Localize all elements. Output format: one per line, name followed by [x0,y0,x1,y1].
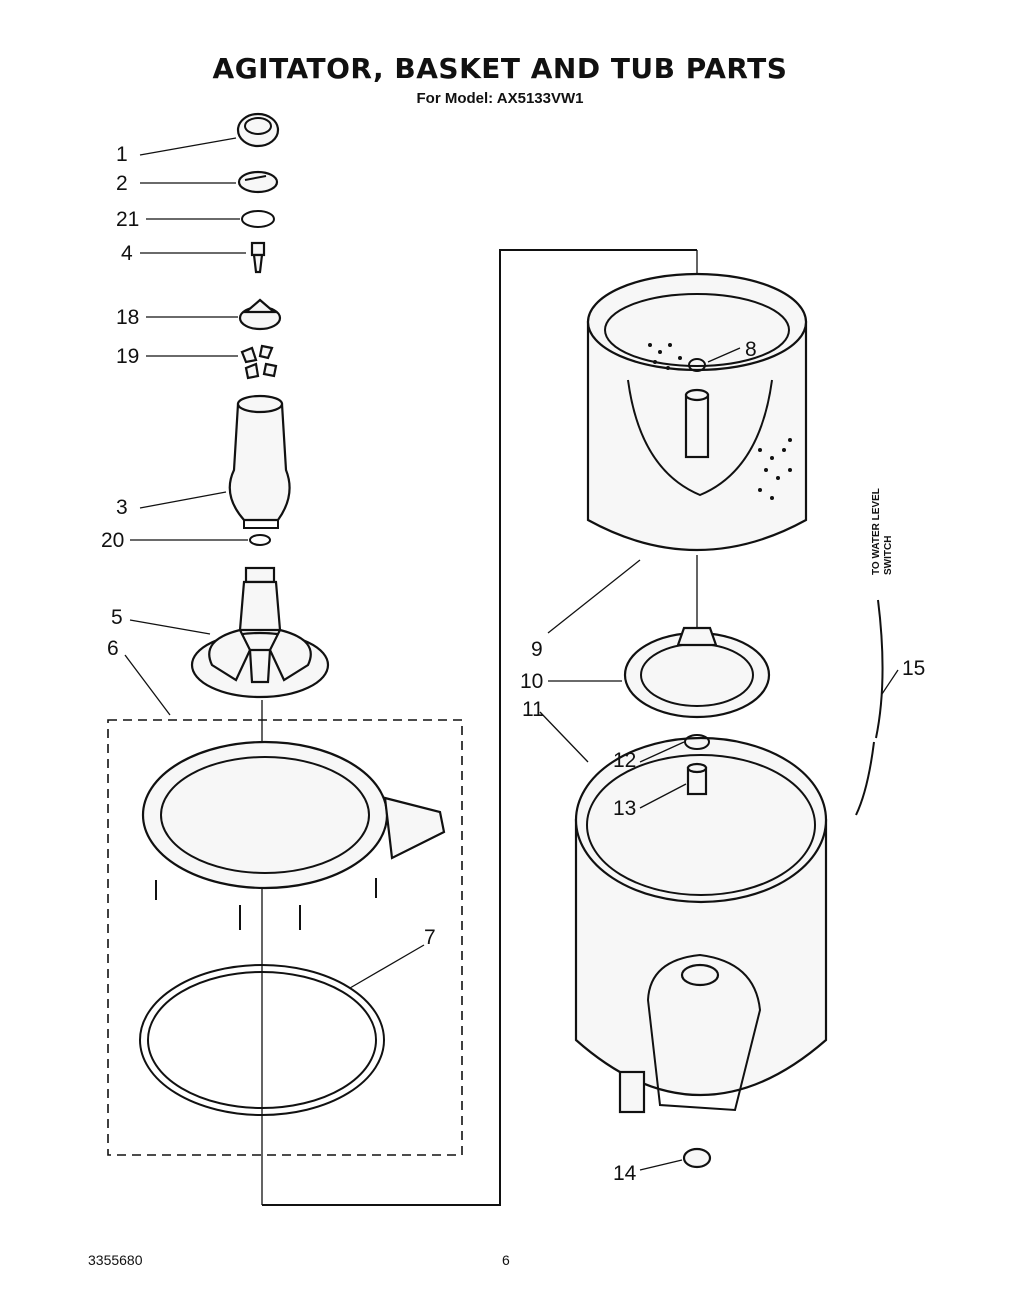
part-agitator-barrel [228,394,291,529]
callout-12: 12 [613,749,636,772]
callout-8: 8 [745,338,757,361]
part-bearing [686,762,708,796]
assembly-connector-line [262,249,697,1206]
callout-4: 4 [121,242,133,265]
callout-6: 6 [107,637,119,660]
callout-1: 1 [116,143,128,166]
callout-11: 11 [522,698,544,721]
page-number: 6 [502,1252,510,1268]
callout-10: 10 [520,670,543,693]
part-outer-tub [574,736,828,1114]
part-drive-cam [238,298,282,331]
document-number: 3355680 [88,1252,143,1268]
part-tub-ring-seal [139,964,385,1116]
part-basket-drive-hub [623,626,771,719]
part-o-ring-small [241,210,275,228]
callout-3: 3 [116,496,128,519]
callout-18: 18 [116,306,139,329]
callout-14: 14 [613,1162,637,1185]
part-agitator-base [190,566,330,699]
callout-15: 15 [902,657,925,680]
part-retaining-clip [684,734,710,750]
side-label-line-1: TO WATER LEVEL [871,488,882,575]
water-level-label: TO WATER LEVEL SWITCH [871,488,894,575]
callout-19: 19 [116,345,139,368]
callout-2: 2 [116,172,128,195]
model-subtitle: For Model: AX5133VW1 [416,90,584,107]
callouts: 1 2 21 4 18 19 3 20 5 6 7 8 9 10 11 12 1… [101,143,925,1185]
callout-13: 13 [613,797,636,820]
side-label-line-2: SWITCH [883,536,894,575]
part-bolt [250,241,266,274]
callout-5: 5 [111,606,123,629]
part-spin-basket [586,272,808,552]
part-drain-plug [682,1147,712,1169]
tub-ring-group-box [107,719,463,1156]
callout-7: 7 [424,926,436,949]
part-dogs [240,344,278,380]
part-hose [855,599,884,816]
callout-21: 21 [116,208,139,231]
part-agitator-cap [236,112,280,148]
part-seal-ring [249,534,271,546]
callout-9: 9 [531,638,543,661]
part-cap-insert [237,170,279,194]
leader-lines [124,137,899,1171]
page-title: AGITATOR, BASKET AND TUB PARTS [212,52,788,85]
callout-20: 20 [101,529,124,552]
part-tub-ring [141,740,446,930]
